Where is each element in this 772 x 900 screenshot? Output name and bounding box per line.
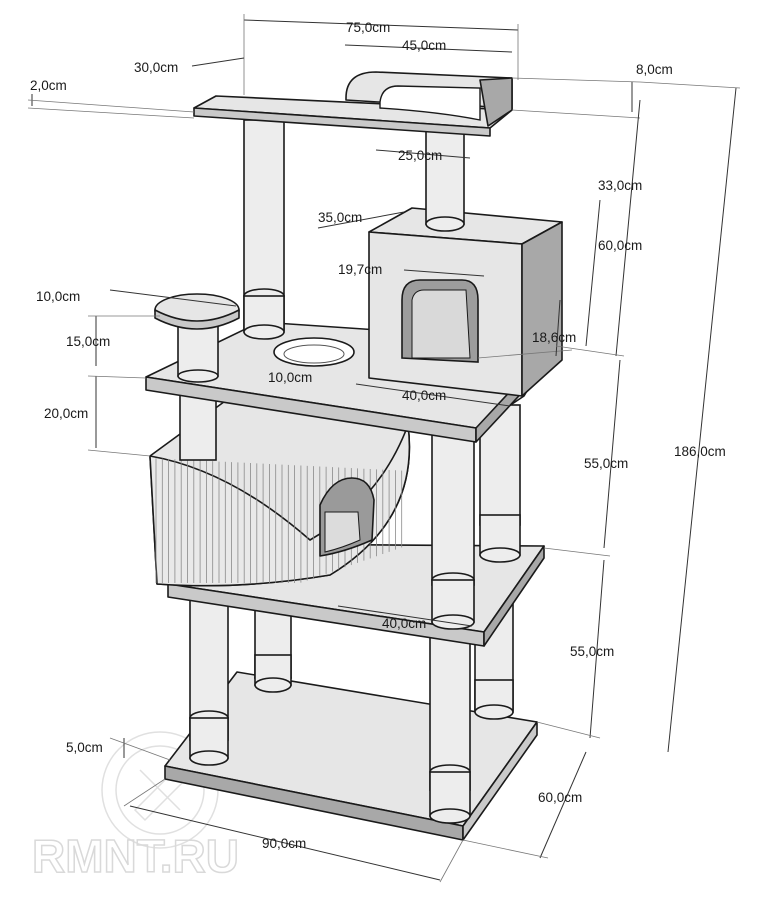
- dim-total-height: 186,0cm: [674, 444, 726, 459]
- dim-house-depth: 33,0cm: [598, 178, 642, 193]
- lower-front-post-left: [189, 589, 229, 766]
- dim-small-post-height: 15,0cm: [66, 334, 110, 349]
- small-round-shelf: [154, 293, 240, 383]
- dim-total-width: 75,0cm: [346, 20, 390, 35]
- house-box: [368, 207, 563, 397]
- dim-lounger-height: 8,0cm: [636, 62, 673, 77]
- dimension-lines: [27, 14, 741, 883]
- dim-top-depth: 30,0cm: [134, 60, 178, 75]
- dim-middle-shelf-width: 40,0cm: [402, 388, 446, 403]
- top-post-right: [425, 127, 465, 232]
- dim-hole-height: 18,6cm: [532, 330, 576, 345]
- dim-board-thickness: 2,0cm: [30, 78, 67, 93]
- middle-front-post-right: [431, 419, 475, 630]
- top-shelf: [193, 71, 513, 137]
- dim-lower-shelf-width: 40,0cm: [382, 616, 426, 631]
- middle-back-post-right: [479, 404, 521, 563]
- shelf-hole: [273, 337, 355, 367]
- dim-house-width: 35,0cm: [318, 210, 362, 225]
- dim-hammock-height: 20,0cm: [44, 406, 88, 421]
- dim-hole-width: 19,7cm: [338, 262, 382, 277]
- dim-middle-level-height: 55,0cm: [584, 456, 628, 471]
- dim-base-thickness: 5,0cm: [66, 740, 103, 755]
- dim-small-shelf-diameter: 10,0cm: [36, 289, 80, 304]
- dim-hole-diameter: 10,0cm: [268, 370, 312, 385]
- lower-front-post-right: [429, 619, 471, 824]
- watermark-text: RMNT.RU: [32, 830, 239, 882]
- dim-top-level-height: 60,0cm: [598, 238, 642, 253]
- dim-base-depth: 60,0cm: [538, 790, 582, 805]
- dim-shelf-width: 45,0cm: [402, 38, 446, 53]
- dim-lower-level-height: 55,0cm: [570, 644, 614, 659]
- tall-post-left: [243, 119, 285, 340]
- dim-base-width: 90,0cm: [262, 836, 306, 851]
- dim-post-spacing-top: 25,0cm: [398, 148, 442, 163]
